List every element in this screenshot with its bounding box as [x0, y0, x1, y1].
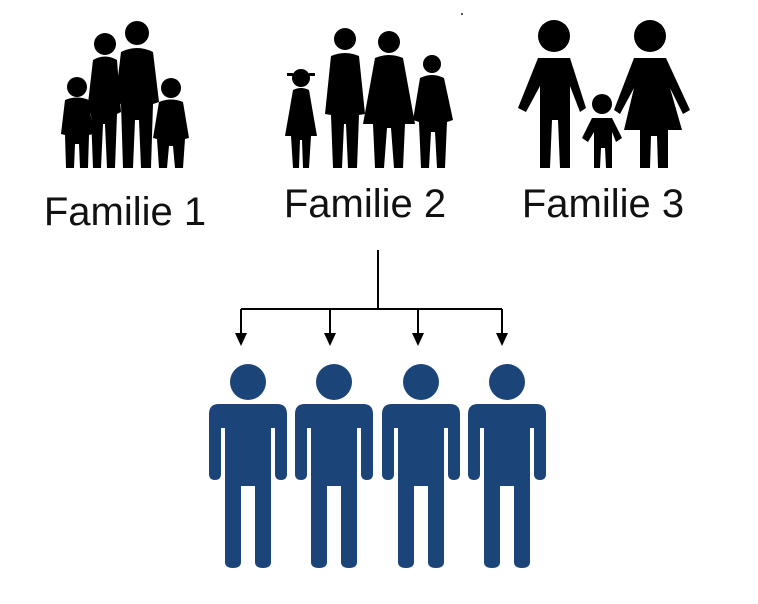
individual-members — [205, 362, 555, 572]
family-2-label: Familie 2 — [283, 182, 447, 226]
arrow-down-icon — [412, 333, 424, 346]
arrow-down-icon — [496, 333, 508, 346]
person-icon — [468, 364, 546, 568]
arrow-down-icon — [235, 333, 247, 346]
person-icon — [209, 364, 287, 568]
stray-mark — [461, 13, 463, 15]
person-icon — [382, 364, 460, 568]
family-3: Familie 3 — [498, 20, 708, 224]
parents-with-child-icon — [518, 20, 690, 168]
family-3-label: Familie 3 — [521, 182, 685, 226]
family-1: Familie 1 — [20, 20, 230, 232]
person-icon — [295, 364, 373, 568]
arrow-down-icon — [324, 333, 336, 346]
family-with-children-icon — [285, 28, 453, 168]
family-1-label: Familie 1 — [43, 190, 207, 234]
family-group-icon — [61, 21, 189, 168]
family-2: Familie 2 — [260, 20, 470, 224]
